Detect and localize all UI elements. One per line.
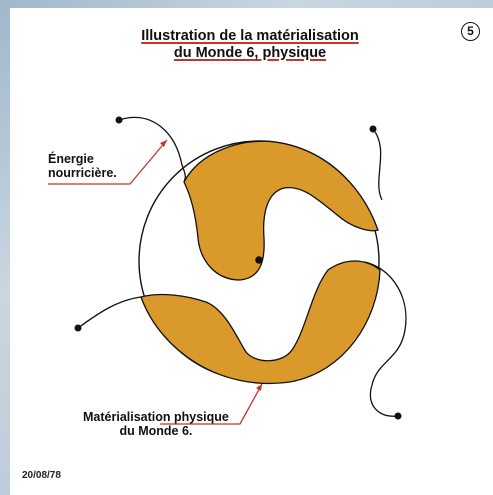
energy-wire-top-right: [372, 128, 383, 201]
page-number-badge: 5: [461, 22, 480, 41]
diagram-title-line1: Illustration de la matérialisation: [141, 28, 359, 44]
upper-materialisation-lobe: [183, 140, 379, 281]
materialisation-pointer-line: [160, 383, 263, 425]
energy-pointer-arrowhead: [160, 140, 167, 147]
energy-label-line2: nourricière.: [48, 166, 117, 180]
energy-wire-bottom-right: [364, 261, 407, 417]
energy-wire-left: [77, 296, 142, 329]
energy-wire-endpoint: [369, 125, 377, 133]
energy-wire-endpoint: [394, 412, 402, 420]
center-point: [255, 256, 263, 264]
materialisation-label-line1: Matérialisation physique: [83, 410, 229, 424]
materialisation-pointer-arrowhead: [256, 384, 262, 391]
date-stamp: 20/08/78: [22, 470, 61, 481]
diagram-title-line2: du Monde 6, physique: [173, 45, 327, 61]
energy-wire-top-left: [118, 116, 186, 183]
materialisation-label: Matérialisation physique du Monde 6.: [83, 410, 229, 438]
energy-pointer-line: [48, 139, 168, 185]
energy-label: Énergie nourricière.: [48, 152, 117, 180]
lower-materialisation-lobe: [140, 260, 381, 384]
energy-wire-endpoint: [115, 116, 123, 124]
energy-label-line1: Énergie: [48, 152, 94, 166]
materialisation-label-line2: du Monde 6.: [119, 424, 193, 438]
energy-wire-endpoint: [74, 324, 82, 332]
